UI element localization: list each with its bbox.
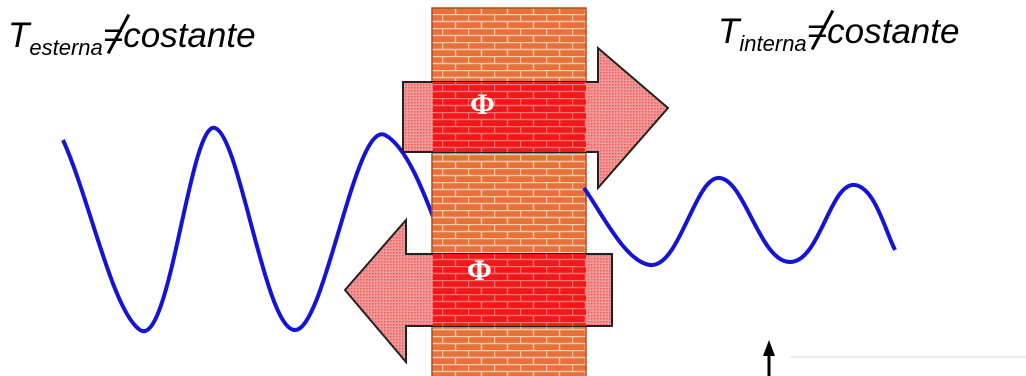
external-temperature-wave [61,126,444,334]
external-temp-subscript: esterna [29,35,103,60]
axis-fragment [763,340,1026,376]
internal-temp-symbol: T [718,12,740,51]
not-equal-sign: = [103,13,130,55]
internal-temperature-wave [582,176,897,267]
flux-arrow-inward [402,45,670,191]
external-temperature-label: Testerna=costante [8,13,256,59]
flux-arrow-outward [343,217,613,365]
external-temp-symbol: T [8,16,30,55]
flux-symbol-lower: Φ [467,254,492,287]
internal-temp-value: costante [827,12,960,51]
not-equal-sign: = [807,9,834,51]
flux-symbol-upper: Φ [470,88,495,121]
internal-temp-subscript: interna [739,31,807,56]
internal-temperature-label: Tinterna=costante [718,9,960,55]
external-temp-value: costante [123,16,256,55]
